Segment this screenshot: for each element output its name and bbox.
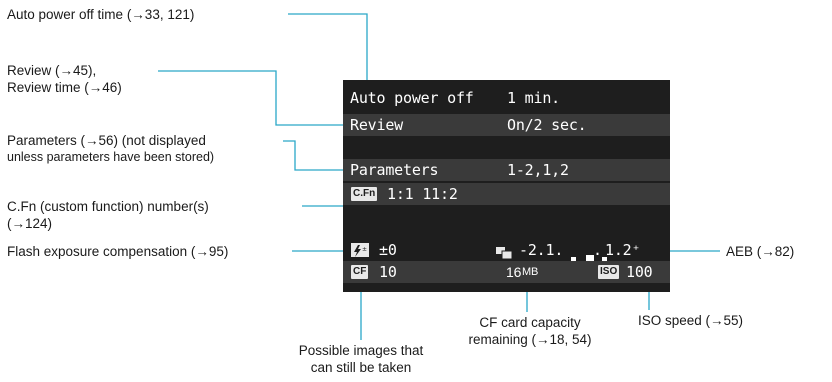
label-parameters-line2: unless parameters have been stored) [7,150,215,164]
label-parameters: Parameters (→56) (not displayed unless p… [7,133,214,165]
row-cfn: C.Fn 1:1 11:2 [343,183,670,205]
label-cfn: C.Fn (custom function) number(s) (→124) [7,198,209,232]
parameters-label: Parameters [350,161,439,179]
leader-line-review [158,70,350,126]
cf-card-icon: CF [351,265,369,279]
aeb-value-b: . [593,241,602,259]
row-flash-aeb: ± ±0 -2.1. . 1.2⁺ [343,239,670,261]
label-aeb: AEB (→82) [726,244,795,259]
aeb-icon [496,244,513,260]
images-remaining: 10 [379,263,397,281]
label-possible-images: Possible images that can still be taken [266,342,456,376]
aeb-scale-markers [571,255,607,261]
camera-lcd-screen: Auto power off 1 min. Review On/2 sec. P… [343,80,670,292]
label-iso: ISO speed (→55) [638,313,744,328]
aeb-value: -2.1. [519,241,564,259]
aeb-value-c: 1.2⁺ [605,241,641,259]
label-cf-capacity-line1: CF card capacity [479,315,581,330]
parameters-value: 1-2,1,2 [507,161,569,179]
cfn-icon: C.Fn [351,187,378,201]
row-review: Review On/2 sec. [343,114,670,136]
label-review-line2: Review time (→46) [7,80,122,95]
iso-value: 100 [626,263,653,281]
label-flash-comp: Flash exposure compensation (→95) [7,244,229,259]
auto-power-off-value: 1 min. [507,89,560,107]
label-review: Review (→45), Review time (→46) [7,62,122,96]
leader-line-parameters [283,140,350,171]
flash-exposure-compensation-icon: ± [351,243,369,257]
label-cf-capacity: CF card capacity remaining (→18, 54) [448,314,612,348]
label-possible-images-line2: can still be taken [310,360,412,375]
label-cfn-line2: (→124) [7,216,53,231]
label-parameters-line1: Parameters (→56) (not displayed [7,133,206,148]
cf-capacity-value: 16 [506,264,522,280]
auto-power-off-label: Auto power off [350,89,474,107]
label-cfn-line1: C.Fn (custom function) number(s) [7,199,209,214]
row-auto-power-off: Auto power off 1 min. [343,87,670,109]
svg-text:±: ± [362,246,367,253]
row-card-iso: CF 10 16 MB ISO 100 [343,261,670,283]
label-cf-capacity-line2: remaining (→18, 54) [468,332,592,347]
label-review-line1: Review (→45), [7,63,97,78]
cfn-values: 1:1 11:2 [387,185,458,203]
row-parameters: Parameters 1-2,1,2 [343,159,670,181]
review-value: On/2 sec. [507,116,587,134]
iso-icon: ISO [598,265,620,279]
label-auto-power-off: Auto power off time (→33, 121) [7,7,195,22]
flash-comp-value: ±0 [379,241,397,259]
leader-line-auto-power-off [288,13,368,88]
review-label: Review [350,116,403,134]
cf-capacity-unit: MB [522,266,539,278]
label-possible-images-line1: Possible images that [298,343,424,358]
